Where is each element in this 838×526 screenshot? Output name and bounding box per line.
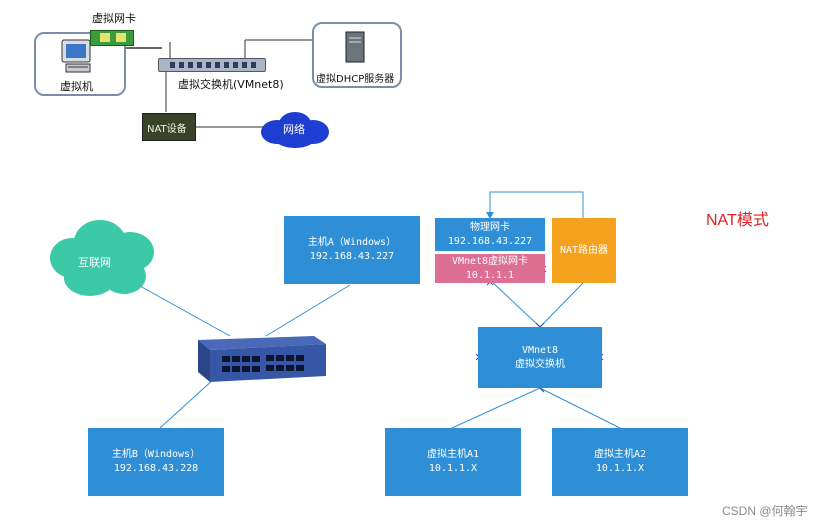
vmnet8-switch-line2: 虚拟交换机 xyxy=(515,358,565,370)
network-switch-icon xyxy=(198,336,326,382)
vhost-a2-box: 虚拟主机A2 10.1.1.X xyxy=(552,428,688,496)
host-b-ip: 192.168.43.228 xyxy=(113,463,199,474)
internet-label: 互联网 xyxy=(78,256,111,269)
virtual-nic-chip xyxy=(116,33,126,42)
network-label: 网络 xyxy=(283,123,305,136)
vhost-a2-ip: 10.1.1.X xyxy=(595,463,645,474)
network-cloud-icon xyxy=(261,112,329,148)
vmnet8-switch-line1: VMnet8 xyxy=(521,344,559,356)
switch-ports xyxy=(170,62,256,68)
vmnet8-nic-box: VMnet8虚拟网卡 10.1.1.1 xyxy=(435,254,545,283)
vhost-a1-box: 虚拟主机A1 10.1.1.X xyxy=(385,428,521,496)
virtual-nic-label: 虚拟网卡 xyxy=(92,12,136,25)
host-b-name: 主机B（Windows） xyxy=(111,449,201,460)
vmnet8-switch-box: VMnet8 虚拟交换机 xyxy=(478,327,602,388)
internet-cloud-icon xyxy=(50,220,154,296)
virtual-switch-label: 虚拟交换机(VMnet8) xyxy=(178,78,284,91)
physical-nic-box: 物理网卡 192.168.43.227 xyxy=(435,218,545,251)
host-a-box: 主机A（Windows） 192.168.43.227 xyxy=(284,216,420,284)
server-icon xyxy=(345,31,365,63)
physical-nic-ip: 192.168.43.227 xyxy=(447,235,533,247)
vhost-a2-name: 虚拟主机A2 xyxy=(593,449,647,460)
host-a-name: 主机A（Windows） xyxy=(307,237,397,248)
virtual-machine-label: 虚拟机 xyxy=(60,80,93,93)
dhcp-server-label: 虚拟DHCP服务器 xyxy=(316,74,395,85)
host-b-box: 主机B（Windows） 192.168.43.228 xyxy=(88,428,224,496)
nat-device-label: NAT设备 xyxy=(147,124,187,135)
nat-router-box: NAT路由器 xyxy=(552,218,616,283)
nat-router-label: NAT路由器 xyxy=(559,244,609,256)
vmnet8-nic-ip: 10.1.1.1 xyxy=(465,269,515,281)
physical-nic-name: 物理网卡 xyxy=(470,221,510,233)
nat-mode-title: NAT模式 xyxy=(706,212,769,229)
virtual-nic-chip xyxy=(100,33,110,42)
vmnet8-nic-name: VMnet8虚拟网卡 xyxy=(451,255,529,267)
computer-icon xyxy=(61,39,91,73)
virtual-nic-card xyxy=(90,30,134,46)
host-a-ip: 192.168.43.227 xyxy=(309,251,395,262)
nat-device-box xyxy=(142,113,196,141)
vhost-a1-ip: 10.1.1.X xyxy=(428,463,478,474)
csdn-watermark: CSDN @何翰宇 xyxy=(722,504,808,518)
vhost-a1-name: 虚拟主机A1 xyxy=(426,449,480,460)
